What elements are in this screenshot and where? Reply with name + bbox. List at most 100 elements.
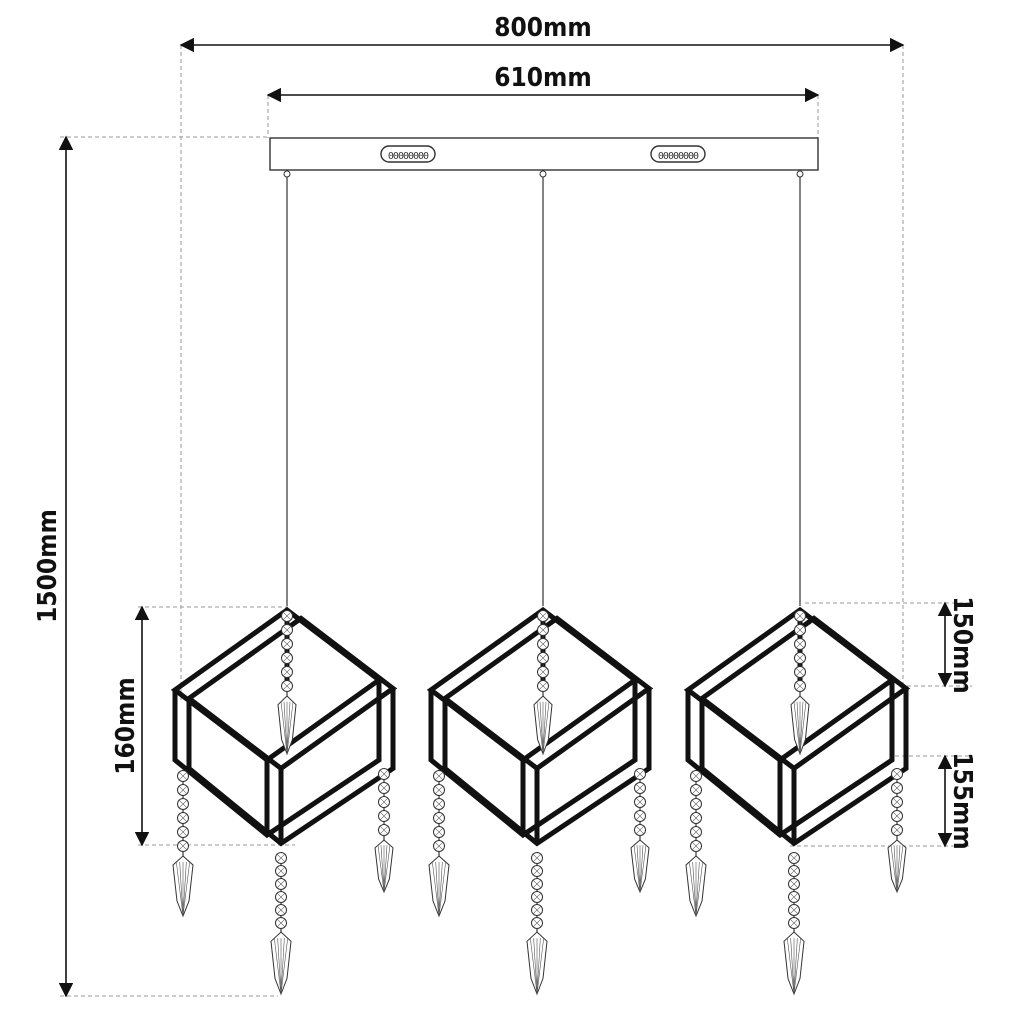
bead-facet: [892, 825, 902, 835]
cable-grip: [283, 170, 291, 178]
bead-facet: [434, 827, 444, 837]
crystal-facet: [533, 938, 538, 995]
crystal-facet: [636, 845, 641, 893]
bead-facet: [789, 879, 799, 889]
bead-facet: [282, 639, 292, 649]
bead-facet: [635, 825, 645, 835]
bead-facet: [795, 639, 805, 649]
crystal-facet: [539, 701, 544, 755]
bead-facet: [538, 611, 548, 621]
bead-facet: [795, 667, 805, 677]
cable-grip: [796, 170, 804, 178]
bead-facet: [276, 892, 286, 902]
crystal-facet: [280, 938, 288, 995]
bead-facet: [276, 918, 286, 928]
lower-drop-label: 155mm: [947, 752, 977, 850]
bead-facet: [892, 783, 902, 793]
bead-facet: [276, 866, 286, 876]
ceiling-canopy: 00000000 00000000: [269, 137, 819, 171]
crystal-facet: [896, 845, 901, 893]
canopy-vent-left-text: 00000000: [388, 151, 429, 162]
crystal-facet: [536, 701, 544, 755]
bead-facet: [538, 639, 548, 649]
bead-facet: [789, 892, 799, 902]
crystal-facet: [536, 938, 544, 995]
bead-facet: [538, 667, 548, 677]
crystal-facet: [542, 701, 547, 755]
bead-facet: [282, 625, 292, 635]
bead-facet: [178, 827, 188, 837]
crystal-facet: [280, 938, 285, 995]
canopy-width-label: 610mm: [494, 63, 592, 93]
bead-facet: [538, 653, 548, 663]
bead-facet: [789, 918, 799, 928]
bead-facet: [538, 681, 548, 691]
canopy-plate: [269, 137, 819, 171]
crystal-facet: [893, 845, 898, 893]
bead-facet: [795, 611, 805, 621]
bead-facet: [789, 905, 799, 915]
bead-facet: [532, 892, 542, 902]
bead-facet: [789, 866, 799, 876]
crystal-facet: [790, 938, 795, 995]
bead-facet: [691, 841, 701, 851]
dimension-labels: 800mm 610mm 1500mm 160mm 150mm 155mm: [33, 13, 977, 850]
bead-facet: [532, 853, 542, 863]
overall-width-label: 800mm: [494, 13, 592, 43]
bead-facet: [434, 785, 444, 795]
crystal-facet: [633, 845, 641, 893]
bead-facet: [178, 799, 188, 809]
canopy-vent-right-text: 00000000: [658, 151, 699, 162]
bead-facet: [635, 797, 645, 807]
crystal-facet: [277, 938, 282, 995]
bead-facet: [276, 853, 286, 863]
bead-facet: [635, 769, 645, 779]
bead-facet: [282, 653, 292, 663]
crystal-facet: [695, 861, 700, 917]
bead-facet: [178, 841, 188, 851]
crystal-facet: [435, 861, 440, 917]
crystal-facet: [176, 861, 184, 917]
bead-facet: [379, 769, 389, 779]
crystal-facet: [377, 845, 385, 893]
bead-facet: [282, 681, 292, 691]
crystal-facet: [695, 861, 703, 917]
bead-facet: [379, 811, 389, 821]
bead-facet: [178, 813, 188, 823]
cube-height-label: 160mm: [111, 677, 141, 775]
bead-facet: [795, 681, 805, 691]
crystal-facet: [383, 845, 391, 893]
bead-facet: [795, 625, 805, 635]
overall-height-label: 1500mm: [33, 509, 63, 623]
crystal-facet: [536, 938, 541, 995]
crystal-facet: [639, 845, 644, 893]
bead-facet: [379, 797, 389, 807]
crystal-facet: [796, 701, 801, 755]
bead-facet: [282, 667, 292, 677]
crystal-facet: [787, 938, 795, 995]
crystal-facet: [542, 701, 550, 755]
canopy-vent-right: [650, 145, 706, 163]
bead-facet: [276, 879, 286, 889]
crystal-facet: [280, 701, 288, 755]
bead-facet: [795, 653, 805, 663]
crystal-facet: [890, 845, 898, 893]
crystal-facet: [274, 938, 282, 995]
upper-drop-label: 150mm: [947, 596, 977, 694]
bead-facet: [276, 905, 286, 915]
crystal-facet: [179, 861, 184, 917]
bead-facet: [892, 811, 902, 821]
crystal-facet: [283, 701, 288, 755]
crystal-facet: [432, 861, 440, 917]
bead-facet: [538, 625, 548, 635]
crystal-facet: [383, 845, 388, 893]
bead-facet: [691, 827, 701, 837]
bead-facet: [434, 771, 444, 781]
cable-grip: [539, 170, 547, 178]
bead-facet: [635, 783, 645, 793]
bead-facet: [434, 841, 444, 851]
crystal-facet: [793, 701, 801, 755]
bead-facet: [789, 853, 799, 863]
crystal-facet: [793, 938, 798, 995]
bead-facet: [892, 797, 902, 807]
